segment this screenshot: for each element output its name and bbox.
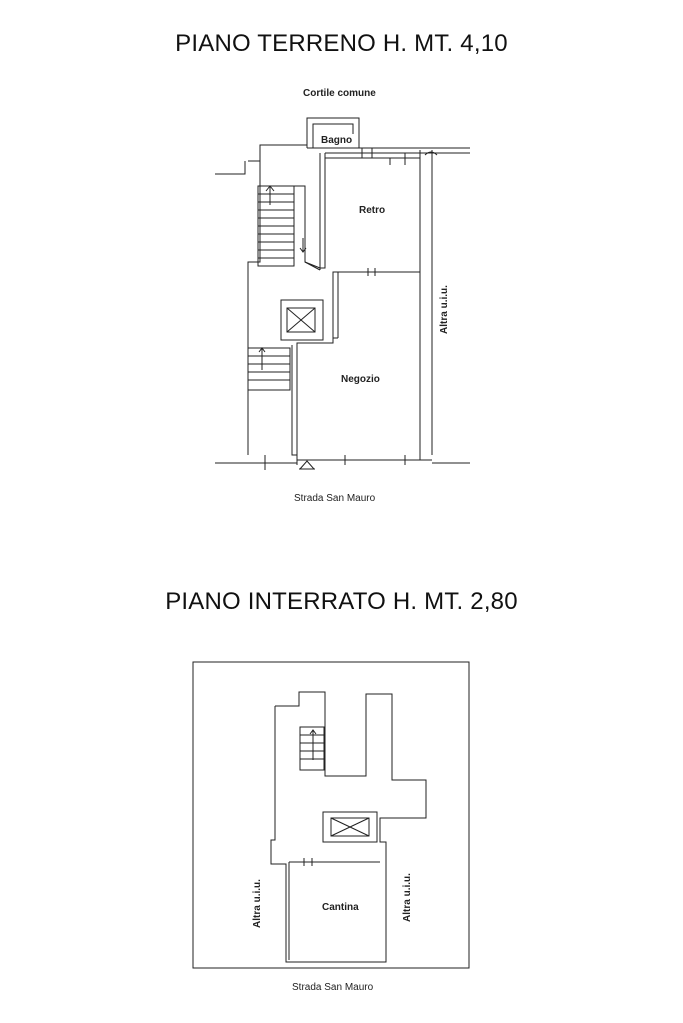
basement-outline (270, 691, 427, 963)
ground-floor-title: PIANO TERRENO H. MT. 4,10 (175, 30, 508, 57)
courtyard-label: Cortile comune (303, 88, 376, 99)
basement-title: PIANO INTERRATO H. MT. 2,80 (165, 588, 518, 615)
ground-floor-plan (215, 117, 470, 470)
room-label-negozio: Negozio (341, 374, 380, 385)
basement-frame (192, 661, 470, 969)
basement-elevator (322, 811, 378, 843)
basement-staircase (299, 726, 325, 771)
street-label-basement: Strada San Mauro (292, 982, 374, 993)
elevator-shaft (280, 299, 324, 341)
street-label-ground: Strada San Mauro (294, 493, 376, 504)
bagno-outline (306, 117, 360, 148)
room-label-retro: Retro (359, 205, 386, 216)
room-label-cantina: Cantina (322, 902, 359, 913)
room-label-bagno: Bagno (321, 135, 353, 146)
negozio-room (332, 272, 338, 339)
upper-staircase (248, 144, 307, 162)
basement-plan (192, 661, 470, 969)
entrance-marker (298, 460, 316, 470)
retro-room (319, 153, 421, 338)
lower-staircase (247, 347, 291, 391)
